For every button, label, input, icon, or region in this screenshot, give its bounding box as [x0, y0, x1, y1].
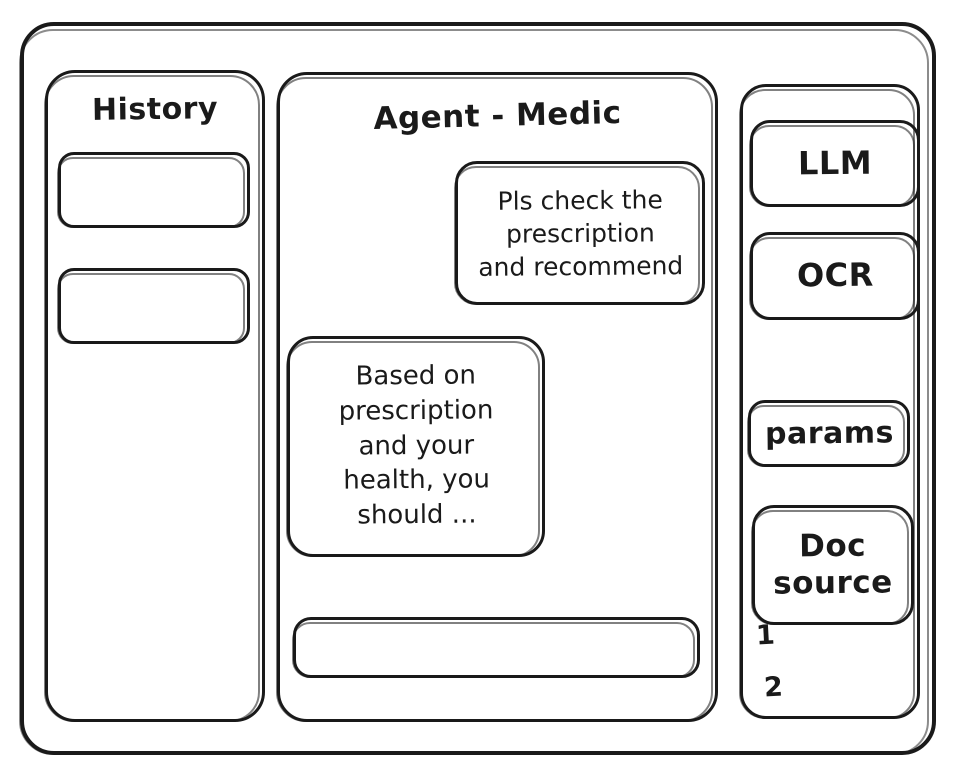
window-frame [19, 22, 936, 755]
llm-button[interactable]: LLM [749, 120, 920, 207]
user-message-bubble: Pls check the prescription and recommend [454, 161, 705, 305]
params-button-label: params [764, 415, 894, 452]
history-panel-title: History [91, 91, 219, 128]
doc-source-button[interactable]: Doc source [751, 505, 914, 625]
doc-source-entry[interactable]: 2 [763, 671, 784, 704]
params-button[interactable]: params [747, 400, 910, 467]
assistant-message-bubble: Based on prescription and your health, y… [286, 336, 545, 557]
ocr-button[interactable]: OCR [749, 232, 920, 320]
assistant-message-text: Based on prescription and your health, y… [338, 360, 494, 532]
history-list-item[interactable] [57, 268, 250, 344]
llm-button-label: LLM [797, 143, 873, 183]
doc-source-button-label: Doc source [773, 528, 894, 602]
history-panel [44, 70, 265, 722]
doc-source-entry[interactable]: 1 [755, 619, 776, 652]
chat-panel [276, 72, 718, 722]
tools-panel [739, 84, 920, 719]
user-message-text: Pls check the prescription and recommend [477, 184, 683, 282]
ocr-button-label: OCR [796, 255, 874, 295]
history-list-item[interactable] [57, 152, 250, 228]
message-input[interactable] [292, 617, 700, 678]
